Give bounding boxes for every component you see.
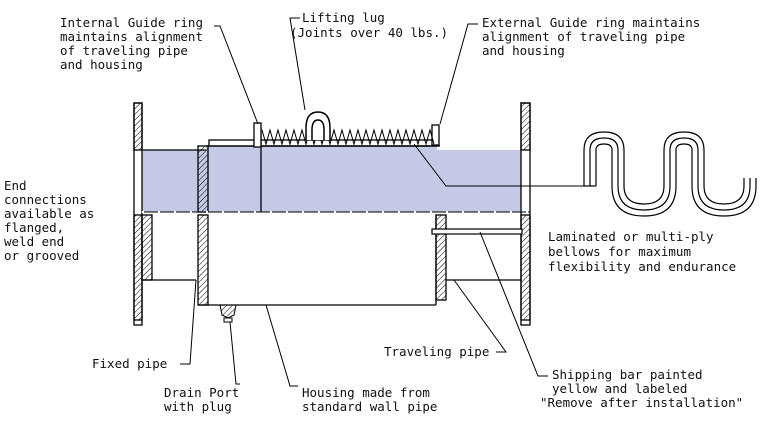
label-housing: Housing made from standard wall pipe [302,385,437,414]
bellows-inline [261,128,435,146]
label-end-connections-line: flanged, [4,220,64,235]
label-bellows: Laminated or multi-ply bellows for maxim… [548,229,736,274]
leader-internal-guide [214,25,259,125]
traveling-pipe-wall-hatch [435,214,447,301]
label-bellows-line: Laminated or multi-ply [548,229,714,244]
housing [197,122,440,306]
label-drain-port: Drain Port with plug [164,385,239,414]
label-internal-guide-line: and housing [60,57,143,72]
leader-housing [265,304,298,387]
bellows-convolution-icon [583,131,757,217]
housing-top-fill [209,143,437,151]
left-flange-hatch-lower [133,214,143,321]
label-internal-guide-line: of traveling pipe [60,43,188,58]
label-external-guide-line: and housing [482,43,565,58]
lifting-lug-icon [305,111,331,140]
leader-external-guide [439,23,478,125]
fill-regions [142,143,530,212]
housing-left-wall-lower [197,214,209,306]
internal-guide-ring [253,122,262,148]
leader-bellows [413,143,584,187]
label-drain-port-line: Drain Port [164,385,239,400]
label-internal-guide-line: Internal Guide ring [60,15,203,30]
shipping-bar [431,228,523,235]
leader-drain-port [229,321,240,385]
label-external-guide: External Guide ring maintains alignment … [482,15,700,58]
label-lifting-lug-line: (Joints over 40 lbs.) [290,25,448,40]
label-housing-line: standard wall pipe [302,399,437,414]
external-guide-ring [431,124,440,146]
right-flange-hatch-lower [520,214,531,321]
label-shipping-bar-line: yellow and labeled [552,381,687,396]
label-end-connections-line: weld end [4,234,64,249]
label-fixed-pipe: Fixed pipe [92,356,167,371]
label-internal-guide: Internal Guide ring maintains alignment … [60,15,203,72]
label-internal-guide-line: maintains alignment [60,29,203,44]
fixed-pipe-fill [142,150,206,212]
label-end-connections-line: connections [4,192,87,207]
right-flange [435,102,531,326]
label-lifting-lug-line: Lifting lug [302,10,385,25]
label-end-connections-line: End [4,178,27,193]
label-external-guide-line: External Guide ring maintains [482,15,700,30]
label-fixed-pipe-line: Fixed pipe [92,356,167,371]
label-shipping-bar: Shipping bar painted yellow and labeled … [540,367,743,410]
drain-plug-icon [219,304,237,323]
label-end-connections: End connections available as flanged, we… [4,178,94,263]
label-traveling-pipe: Traveling pipe [384,344,489,359]
label-shipping-bar-line: "Remove after installation" [540,395,743,410]
fixed-pipe-wall-hatch [141,214,153,281]
left-flange [133,102,206,326]
label-external-guide-line: alignment of traveling pipe [482,29,685,44]
right-flange-hatch [520,102,531,151]
leader-shipping-bar [479,231,548,377]
label-traveling-pipe-line: Traveling pipe [384,344,489,359]
label-shipping-bar-line: Shipping bar painted [552,367,703,382]
label-end-connections-line: or grooved [4,248,79,263]
label-bellows-line: bellows for maximum [548,244,691,259]
traveling-pipe-fill [261,150,530,212]
label-lifting-lug: Lifting lug (Joints over 40 lbs.) [290,10,448,40]
label-housing-line: Housing made from [302,385,430,400]
label-end-connections-line: available as [4,206,94,221]
leader-traveling-pipe [453,279,507,353]
leader-fixed-pipe [180,279,197,365]
left-flange-hatch [133,102,143,151]
housing-left-wall [197,145,209,213]
label-drain-port-line: with plug [164,399,232,414]
internal-guide-fill [206,145,261,212]
leader-lifting-lug [289,17,306,111]
label-bellows-line: flexibility and endurance [548,259,736,274]
leader-lines [180,17,584,387]
